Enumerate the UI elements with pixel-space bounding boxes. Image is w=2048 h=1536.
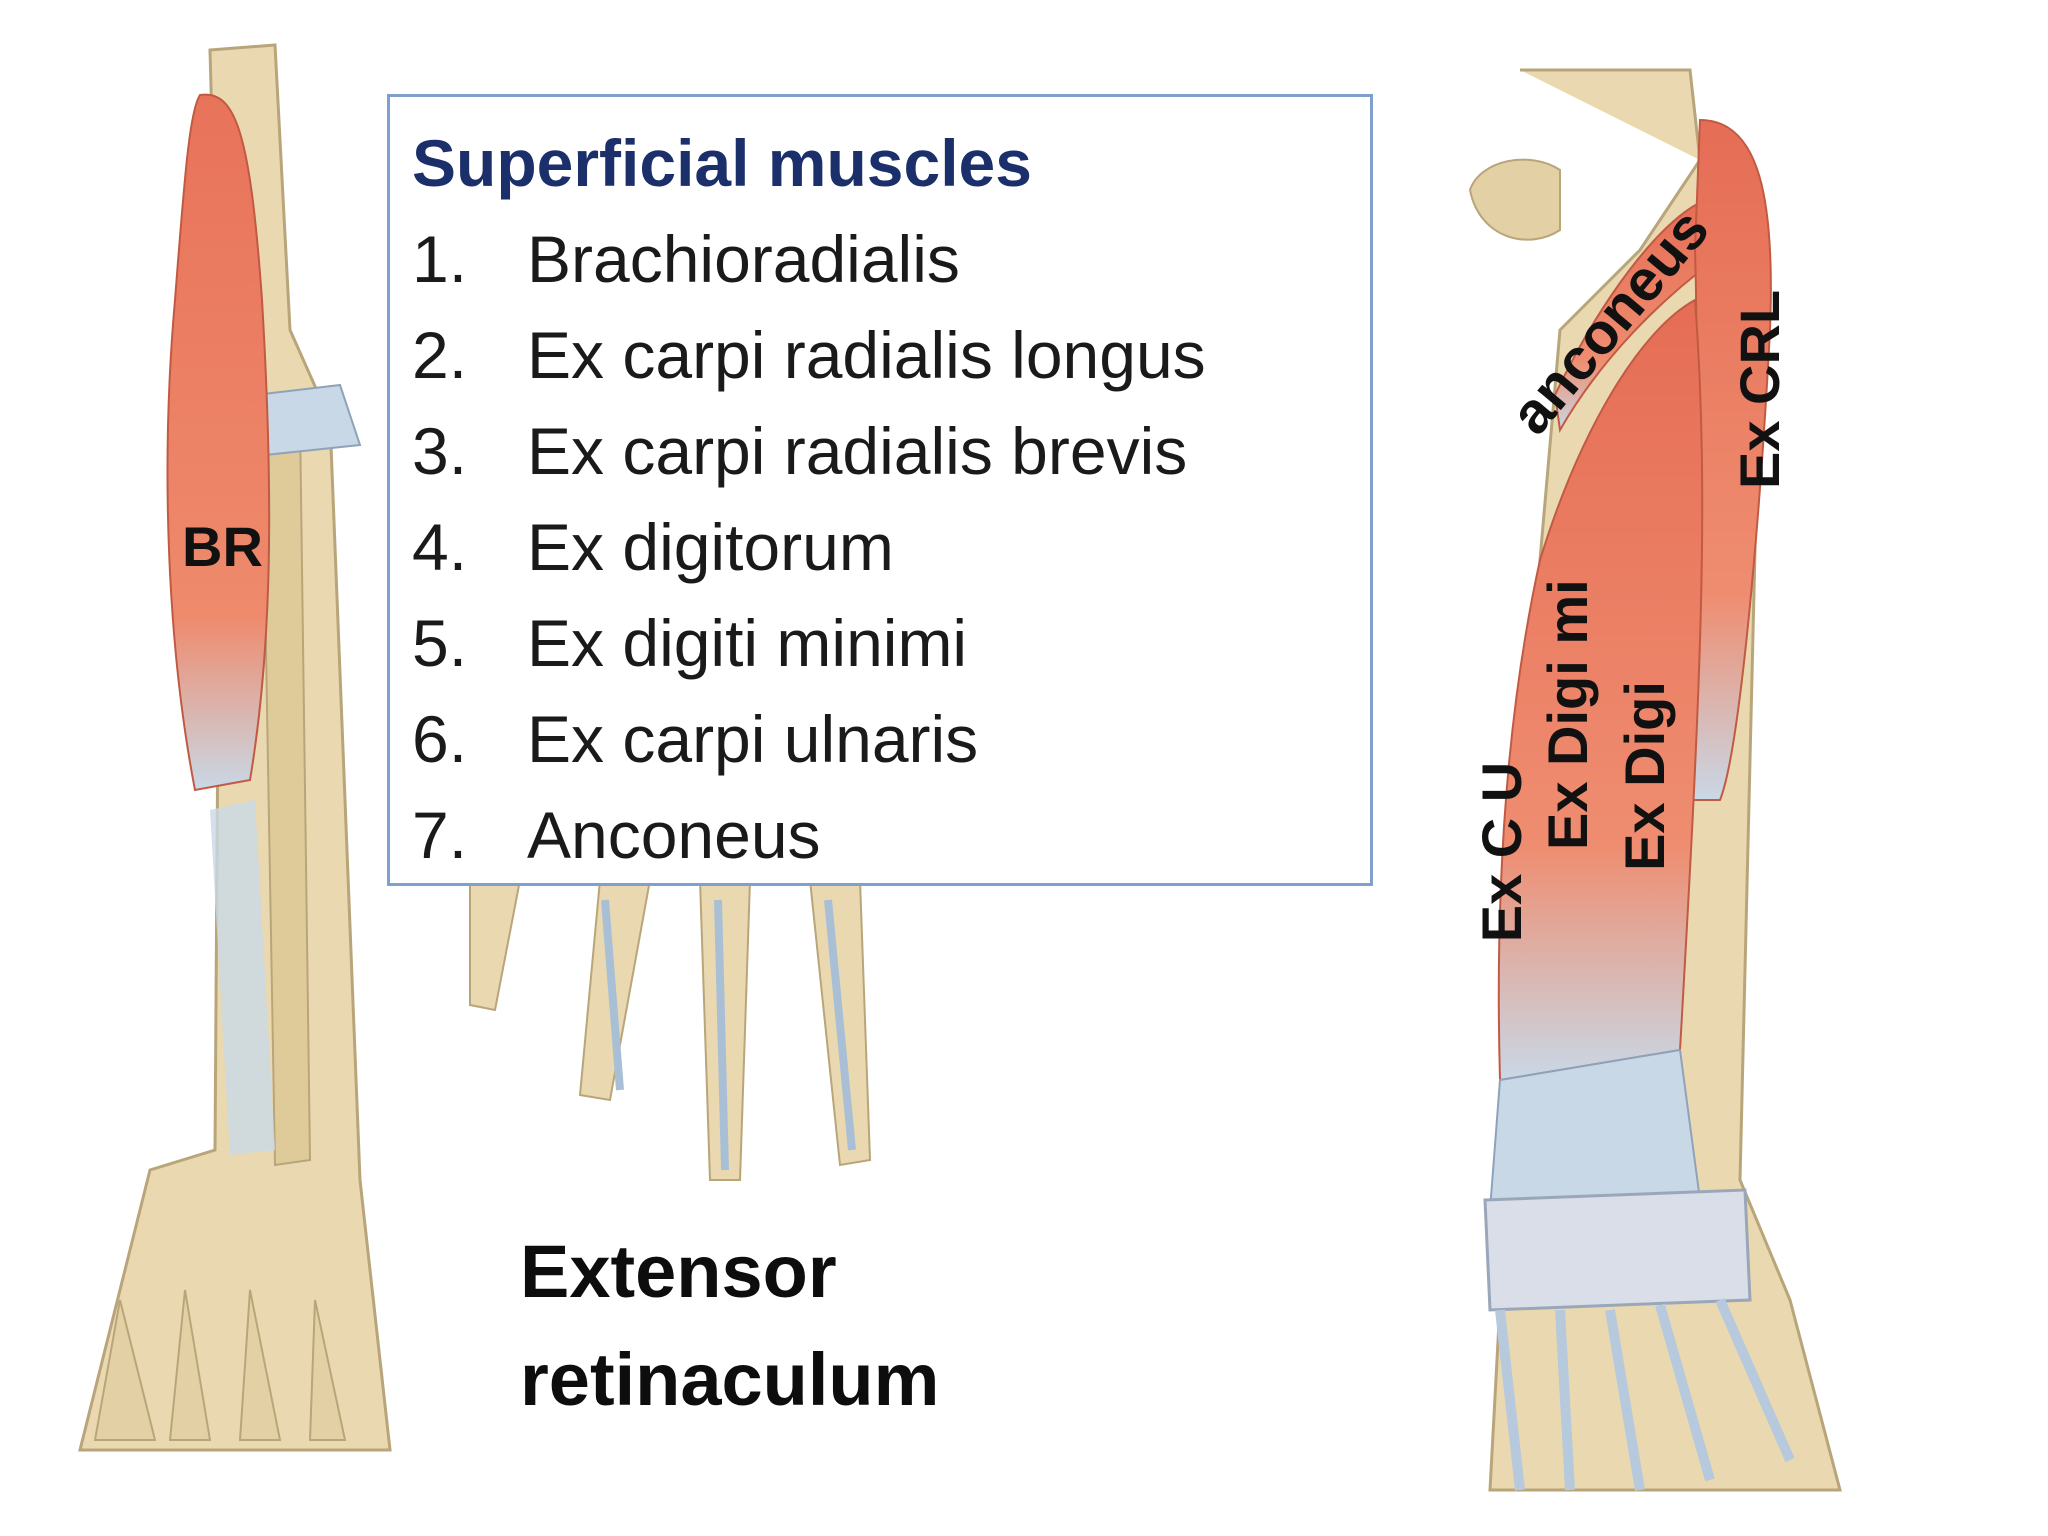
right-forearm-drawing: [1468, 68, 1842, 1492]
superficial-muscles-box: Superficial muscles 1. Brachioradialis 2.…: [387, 94, 1373, 886]
item-number: 5.: [412, 606, 468, 680]
muscle-list: 1. Brachioradialis 2. Ex carpi radialis lo…: [412, 211, 1370, 883]
caption-line-1: Extensor: [520, 1230, 837, 1313]
item-label: Ex carpi radialis longus: [527, 318, 1206, 392]
label-ex-cu: Ex C U: [1470, 761, 1533, 943]
extensor-retinaculum-caption: Extensor retinaculum: [520, 1218, 939, 1434]
item-label: Ex carpi ulnaris: [527, 702, 979, 776]
box-title: Superficial muscles: [412, 126, 1032, 200]
label-ex-crl: Ex CRL: [1728, 289, 1791, 489]
list-item: 2. Ex carpi radialis longus: [412, 307, 1370, 403]
label-ex-digi: Ex Digi: [1613, 681, 1676, 871]
item-label: Ex carpi radialis brevis: [527, 414, 1188, 488]
item-number: 4.: [412, 510, 468, 584]
list-item: 5. Ex digiti minimi: [412, 595, 1370, 691]
list-item: 1. Brachioradialis: [412, 211, 1370, 307]
item-number: 6.: [412, 702, 468, 776]
left-forearm-drawing: [78, 43, 392, 1452]
item-label: Ex digiti minimi: [527, 606, 968, 680]
item-label: Anconeus: [527, 798, 821, 872]
item-label: Brachioradialis: [527, 222, 960, 296]
item-number: 7.: [412, 798, 468, 872]
item-number: 3.: [412, 414, 468, 488]
list-item: 6. Ex carpi ulnaris: [412, 691, 1370, 787]
item-number: 1.: [412, 222, 468, 296]
item-number: 2.: [412, 318, 468, 392]
label-br: BR: [182, 515, 263, 578]
list-item: 7. Anconeus: [412, 787, 1370, 883]
caption-line-2: retinaculum: [520, 1338, 940, 1421]
list-item: 4. Ex digitorum: [412, 499, 1370, 595]
hand-tendons-drawing: [469, 879, 872, 1181]
item-label: Ex digitorum: [527, 510, 894, 584]
list-item: 3. Ex carpi radialis brevis: [412, 403, 1370, 499]
label-ex-digi-mi: Ex Digi mi: [1536, 579, 1599, 850]
